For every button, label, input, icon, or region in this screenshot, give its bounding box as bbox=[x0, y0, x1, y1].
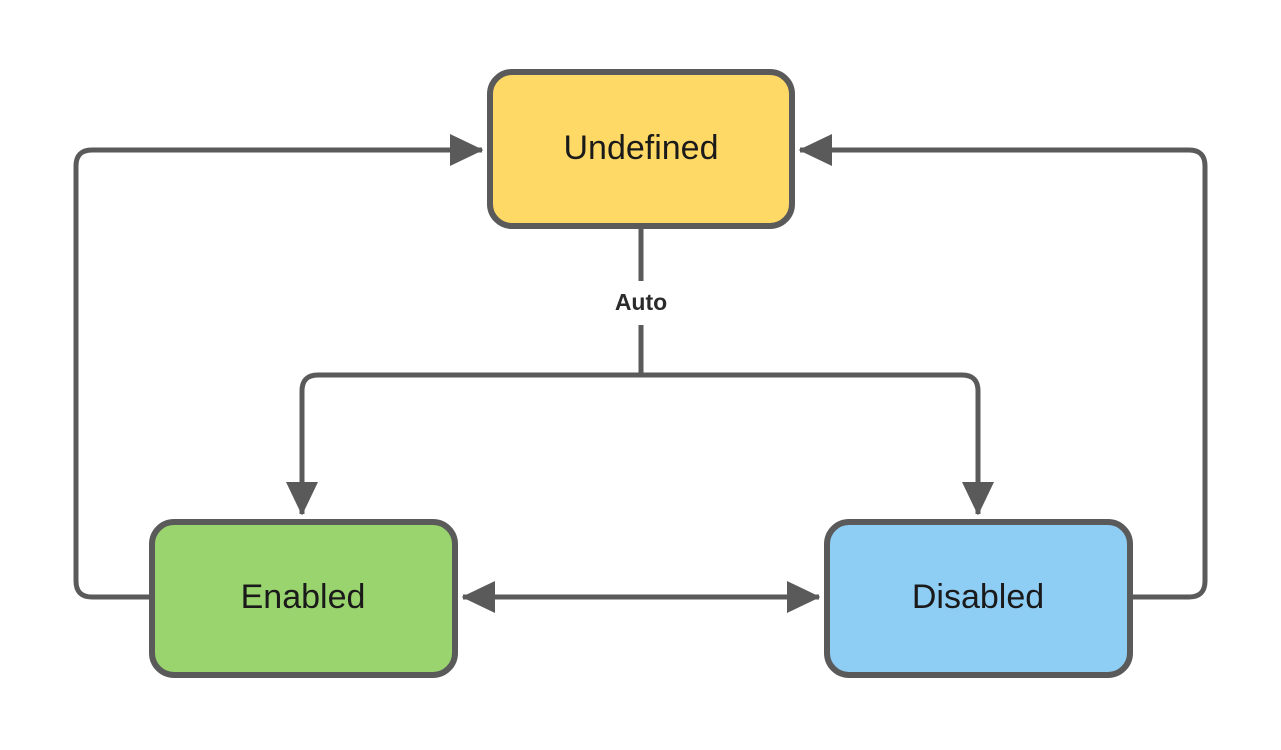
node-enabled-label: Enabled bbox=[241, 578, 366, 616]
node-disabled[interactable]: Disabled bbox=[824, 519, 1133, 678]
edge-enabled-to-undefined bbox=[73, 133, 484, 600]
node-enabled[interactable]: Enabled bbox=[149, 519, 458, 678]
auto-label-backdrop bbox=[596, 281, 686, 325]
edge-label-auto: Auto bbox=[615, 289, 667, 315]
node-disabled-shape[interactable] bbox=[824, 519, 1133, 678]
node-undefined-shape[interactable] bbox=[487, 69, 795, 229]
node-disabled-label: Disabled bbox=[912, 578, 1044, 616]
edge-auto-to-disabled bbox=[641, 372, 995, 516]
node-enabled-shape[interactable] bbox=[149, 519, 458, 678]
edge-auto-to-enabled bbox=[285, 372, 641, 516]
node-undefined-label: Undefined bbox=[563, 129, 718, 167]
node-undefined[interactable]: Undefined bbox=[487, 69, 795, 229]
edge-disabled-to-undefined bbox=[798, 133, 1208, 600]
